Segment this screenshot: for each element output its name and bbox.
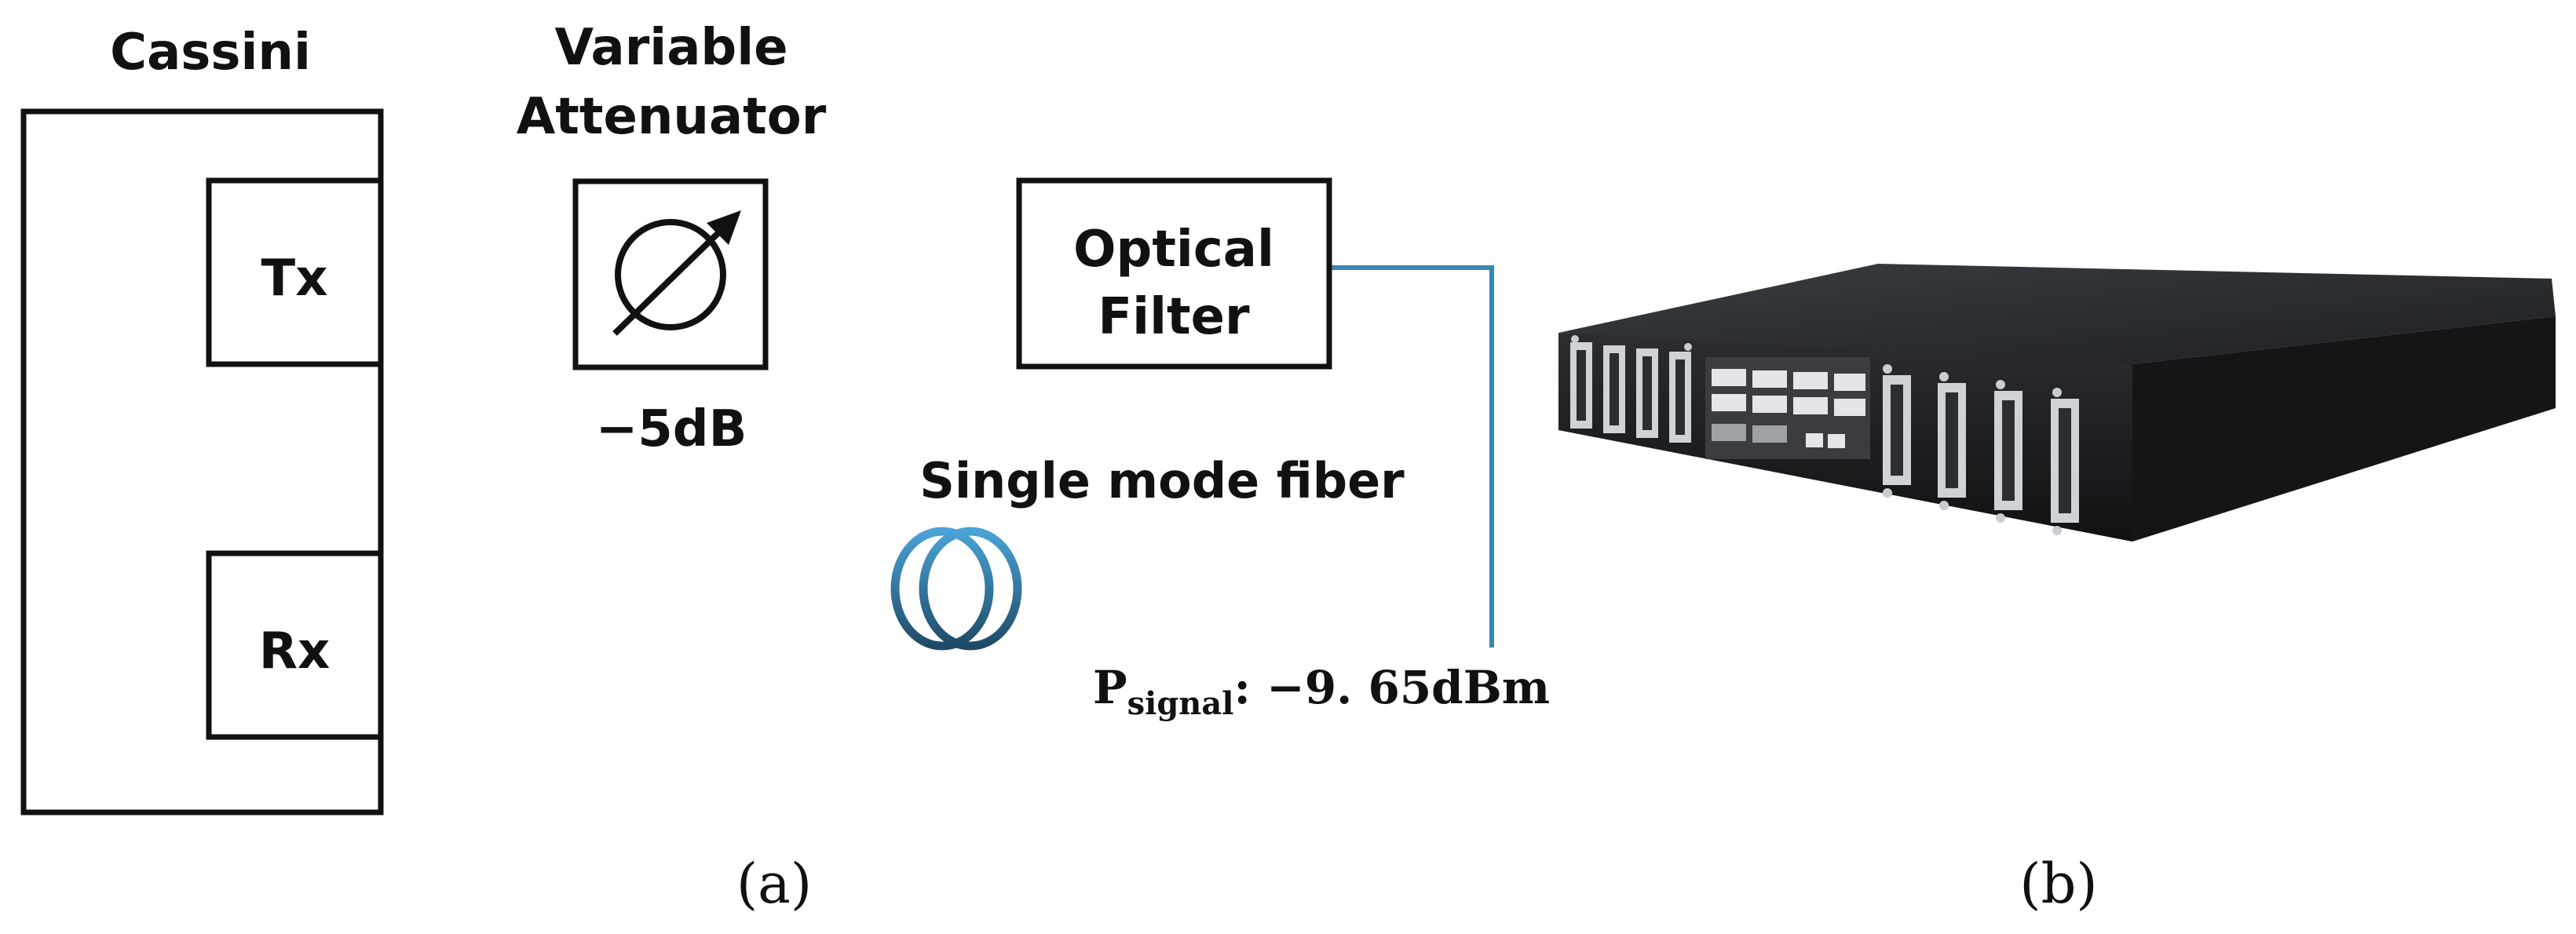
- optical-filter-box: [1016, 177, 1332, 370]
- tx-box: [206, 177, 384, 367]
- chassis-top: [1558, 264, 2556, 369]
- signal-value: : −9. 65dBm: [1234, 661, 1551, 714]
- left-port-cages: [1570, 342, 1691, 443]
- attenuator-symbol-icon: [612, 210, 741, 336]
- attenuator-box: [572, 178, 769, 370]
- filter-label-line2: Filter: [1098, 288, 1250, 346]
- rx-box: [206, 550, 384, 740]
- diagram-a: Cassini Tx Rx Variable Attenuator −5dB O…: [20, 19, 1550, 916]
- front-screws: [1571, 335, 2062, 535]
- rx-label: Rx: [259, 622, 331, 680]
- caption-b: (b): [2019, 852, 2097, 916]
- signal-subscript: signal: [1127, 685, 1234, 722]
- chassis-side: [2132, 316, 2556, 542]
- fiber-filter-to-loop: [1329, 265, 1494, 648]
- filter-label-line1: Optical: [1073, 221, 1274, 279]
- tx-label: Tx: [261, 250, 328, 308]
- signal-symbol: P: [1093, 661, 1127, 714]
- attenuator-label-line1: Variable: [554, 19, 787, 77]
- attenuator-label-line2: Attenuator: [517, 88, 827, 146]
- fiber-label: Single mode fiber: [919, 452, 1405, 509]
- signal-power-label: Psignal: −9. 65dBm: [1093, 661, 1550, 722]
- attenuation-value: −5dB: [596, 400, 747, 458]
- cassini-label: Cassini: [110, 24, 311, 82]
- caption-a: (a): [736, 852, 812, 916]
- fiber-coil-icon: [890, 527, 1022, 651]
- center-port-module: [1705, 357, 1870, 459]
- network-switch-photo: [1558, 264, 2556, 542]
- right-port-cages: [1883, 375, 2079, 523]
